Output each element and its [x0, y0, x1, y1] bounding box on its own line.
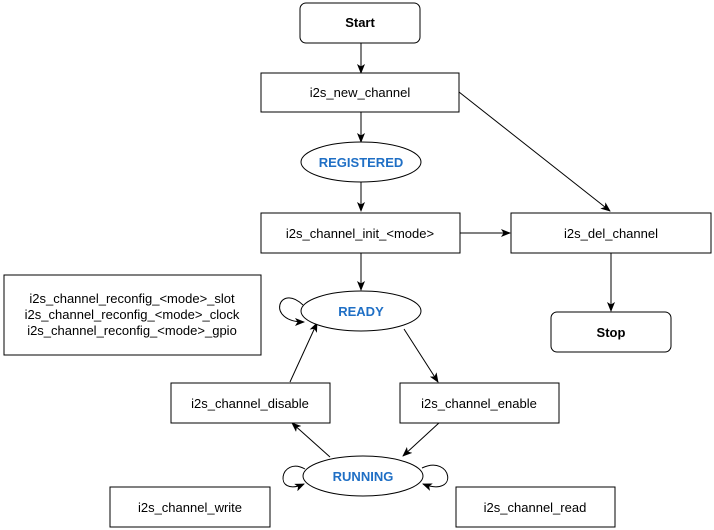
ready-state: READY — [300, 290, 422, 332]
start-node: Start — [299, 2, 421, 44]
init-mode-node: i2s_channel_init_<mode> — [260, 212, 461, 254]
reconfig-clock-label: i2s_channel_reconfig_<mode>_clock — [25, 307, 240, 322]
edge-new-del — [458, 91, 611, 212]
loop-running-left — [282, 465, 306, 492]
reconfig-gpio-label: i2s_channel_reconfig_<mode>_gpio — [27, 323, 237, 338]
read-node: i2s_channel_read — [455, 486, 616, 528]
reconfig-node: i2s_channel_reconfig_<mode>_slot i2s_cha… — [3, 274, 262, 356]
write-node: i2s_channel_write — [109, 486, 271, 528]
del-channel-node: i2s_del_channel — [510, 212, 712, 254]
ready-label: READY — [338, 304, 384, 319]
disable-label: i2s_channel_disable — [191, 396, 309, 411]
start-label: Start — [345, 15, 375, 30]
running-state: RUNNING — [302, 455, 424, 497]
new-channel-label: i2s_new_channel — [310, 85, 411, 100]
edge-running-disable — [291, 422, 331, 458]
disable-node: i2s_channel_disable — [170, 382, 331, 424]
loop-running-right — [421, 464, 449, 491]
reconfig-slot-label: i2s_channel_reconfig_<mode>_slot — [29, 291, 235, 306]
edges — [279, 43, 615, 492]
init-mode-label: i2s_channel_init_<mode> — [286, 226, 434, 241]
registered-state: REGISTERED — [300, 141, 422, 183]
edge-ready-enable — [403, 328, 439, 383]
write-label: i2s_channel_write — [138, 500, 242, 515]
stop-node: Stop — [550, 311, 672, 353]
read-label: i2s_channel_read — [484, 500, 587, 515]
enable-label: i2s_channel_enable — [421, 396, 537, 411]
edge-enable-running — [402, 421, 441, 457]
new-channel-node: i2s_new_channel — [260, 72, 460, 113]
loop-ready — [279, 297, 305, 326]
running-label: RUNNING — [333, 469, 394, 484]
enable-node: i2s_channel_enable — [399, 382, 560, 424]
del-channel-label: i2s_del_channel — [564, 226, 658, 241]
stop-label: Stop — [597, 325, 626, 340]
registered-label: REGISTERED — [319, 155, 404, 170]
edge-disable-ready — [289, 322, 318, 383]
